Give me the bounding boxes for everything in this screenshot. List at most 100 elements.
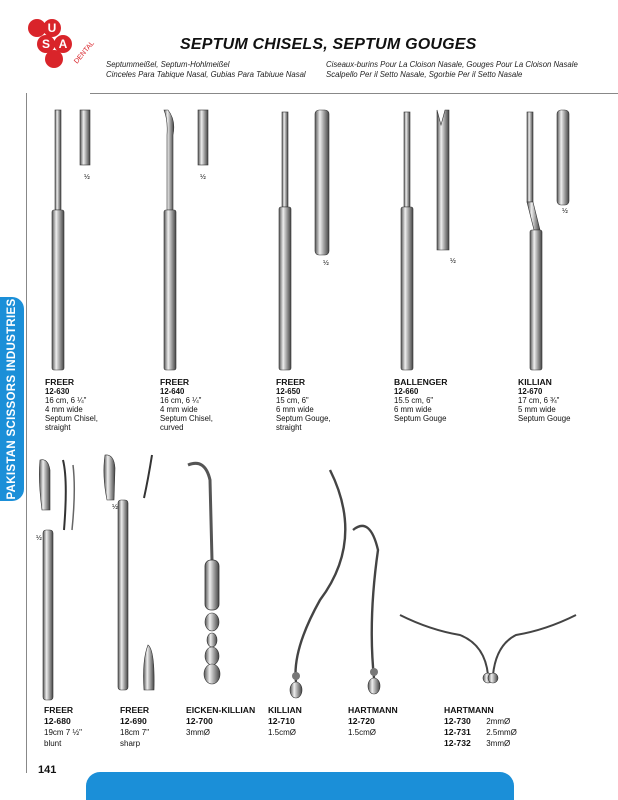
footer-bar — [86, 772, 514, 800]
page-title: SEPTUM CHISELS, SEPTUM GOUGES — [180, 36, 477, 53]
product-detail: 6 mm wide — [394, 405, 432, 414]
product-name: FREER — [44, 705, 74, 715]
scale-mark-12-640: ½ — [200, 174, 206, 181]
subtitle-fr: Ciseaux-burins Pour La Cloison Nasale, G… — [326, 60, 578, 69]
product-12-630: FREER 12-630 16 cm, 6 ¼" 4 mm wide Septu… — [45, 377, 98, 433]
product-name: FREER — [120, 705, 150, 715]
product-12-670: KILLIAN 12-670 17 cm, 6 ¾" 5 mm wide Sep… — [518, 377, 571, 424]
product-detail: 6 mm wide — [276, 405, 314, 414]
product-code: 12-720 — [348, 716, 375, 726]
frame-top-line — [90, 93, 618, 94]
product-detail: 18cm 7" — [120, 728, 150, 737]
product-name: FREER — [276, 377, 306, 387]
variant-row: 12-732 3mmØ — [444, 738, 517, 749]
scale-mark-12-690: ½ — [112, 504, 118, 511]
variant-size: 2.5mmØ — [486, 728, 517, 737]
subtitles-left: Septummeißel, Septum-Hohlmeißel Cinceles… — [106, 60, 306, 80]
variant-code: 12-732 — [444, 738, 471, 748]
product-detail: 3mmØ — [186, 728, 210, 737]
variant-size: 2mmØ — [486, 717, 511, 726]
product-name: KILLIAN — [518, 377, 552, 387]
page-number: 141 — [38, 764, 57, 776]
instrument-12-730 — [399, 614, 577, 684]
product-detail: 16 cm, 6 ¼" — [45, 396, 87, 405]
product-detail: straight — [276, 423, 302, 432]
product-code: 12-650 — [276, 387, 301, 396]
variant-row: 12-731 2.5mmØ — [444, 727, 517, 738]
instrument-12-700 — [187, 461, 221, 685]
subtitle-it: Scalpello Per il Setto Nasale, Sgorbie P… — [326, 70, 523, 79]
variant-code: 12-730 — [444, 716, 471, 726]
product-name: FREER — [45, 377, 75, 387]
instrument-12-680 — [39, 459, 76, 701]
product-12-710: KILLIAN 12-710 1.5cmØ — [268, 705, 302, 738]
instrument-12-630 — [51, 109, 91, 371]
product-12-690: FREER 12-690 18cm 7" sharp — [120, 705, 149, 749]
variant-size: 3mmØ — [486, 739, 511, 748]
product-detail: 4 mm wide — [160, 405, 198, 414]
side-tab: PAKISTAN SCISSORS INDUSTRIES — [0, 297, 24, 501]
product-detail: 15.5 cm, 6" — [394, 396, 434, 405]
product-code: 12-660 — [394, 387, 419, 396]
svg-text:DENTAL: DENTAL — [73, 40, 96, 65]
instrument-12-670 — [526, 109, 570, 371]
product-name: BALLENGER — [394, 377, 448, 387]
product-12-680: FREER 12-680 19cm 7 ½" blunt — [44, 705, 82, 749]
product-detail: Septum Gouge — [518, 414, 571, 423]
scale-mark-12-670: ½ — [562, 208, 568, 215]
product-detail: Septum Chisel, — [45, 414, 98, 423]
product-name: HARTMANN — [348, 705, 398, 715]
usa-dental-logo-graphic: U S A DENTAL — [28, 19, 96, 68]
product-detail: 5 mm wide — [518, 405, 556, 414]
instrument-12-660 — [400, 109, 450, 371]
scale-mark-12-650: ½ — [323, 260, 329, 267]
product-detail: 1.5cmØ — [268, 728, 297, 737]
product-name: EICKEN-KILLIAN — [186, 705, 256, 715]
side-tab-label: PAKISTAN SCISSORS INDUSTRIES — [6, 298, 18, 500]
svg-text:S: S — [42, 37, 50, 51]
product-detail: 19cm 7 ½" — [44, 728, 82, 737]
product-detail: Septum Chisel, — [160, 414, 213, 423]
product-code: 12-640 — [160, 387, 185, 396]
instrument-12-710 — [289, 469, 347, 699]
scale-mark-12-660: ½ — [450, 258, 456, 265]
product-12-660: BALLENGER 12-660 15.5 cm, 6" 6 mm wide S… — [394, 377, 448, 424]
subtitle-de: Septummeißel, Septum-Hohlmeißel — [106, 60, 230, 69]
product-detail: Septum Gouge, — [276, 414, 331, 423]
product-12-700: EICKEN-KILLIAN 12-700 3mmØ — [186, 705, 255, 738]
product-detail: Septum Gouge — [394, 414, 447, 423]
svg-text:U: U — [48, 21, 57, 35]
instrument-12-640 — [163, 109, 209, 371]
subtitle-es: Cinceles Para Tabique Nasal, Gubias Para… — [106, 70, 306, 79]
product-name: KILLIAN — [268, 705, 302, 715]
product-code: 12-710 — [268, 716, 295, 726]
product-12-650: FREER 12-650 15 cm, 6" 6 mm wide Septum … — [276, 377, 331, 433]
product-detail: 17 cm, 6 ¾" — [518, 396, 560, 405]
product-code: 12-670 — [518, 387, 543, 396]
frame-left-line — [26, 93, 27, 773]
product-detail: blunt — [44, 739, 62, 748]
product-detail: curved — [160, 423, 184, 432]
instrument-12-690 — [103, 454, 155, 691]
product-12-730: HARTMANN 12-730 2mmØ 12-731 2.5mmØ 12-73… — [444, 705, 517, 749]
product-name: HARTMANN — [444, 705, 494, 715]
usa-dental-logo: U S A DENTAL — [22, 14, 102, 76]
product-code: 12-680 — [44, 716, 71, 726]
row2-instruments — [39, 454, 577, 701]
instrument-12-650 — [278, 109, 330, 371]
variant-code: 12-731 — [444, 727, 471, 737]
svg-text:A: A — [59, 37, 68, 51]
instrument-12-720 — [352, 524, 381, 695]
product-detail: 4 mm wide — [45, 405, 83, 414]
product-detail: 16 cm, 6 ¼" — [160, 396, 202, 405]
product-12-720: HARTMANN 12-720 1.5cmØ — [348, 705, 398, 738]
variant-row: 12-730 2mmØ — [444, 716, 517, 727]
scale-mark-12-680: ½ — [36, 535, 42, 542]
product-12-640: FREER 12-640 16 cm, 6 ¼" 4 mm wide Septu… — [160, 378, 213, 433]
product-detail: 15 cm, 6" — [276, 396, 309, 405]
scale-mark-12-630: ½ — [84, 174, 90, 181]
product-code: 12-630 — [45, 387, 70, 396]
product-detail: straight — [45, 423, 71, 432]
product-detail: sharp — [120, 739, 141, 748]
product-code: 12-690 — [120, 716, 147, 726]
